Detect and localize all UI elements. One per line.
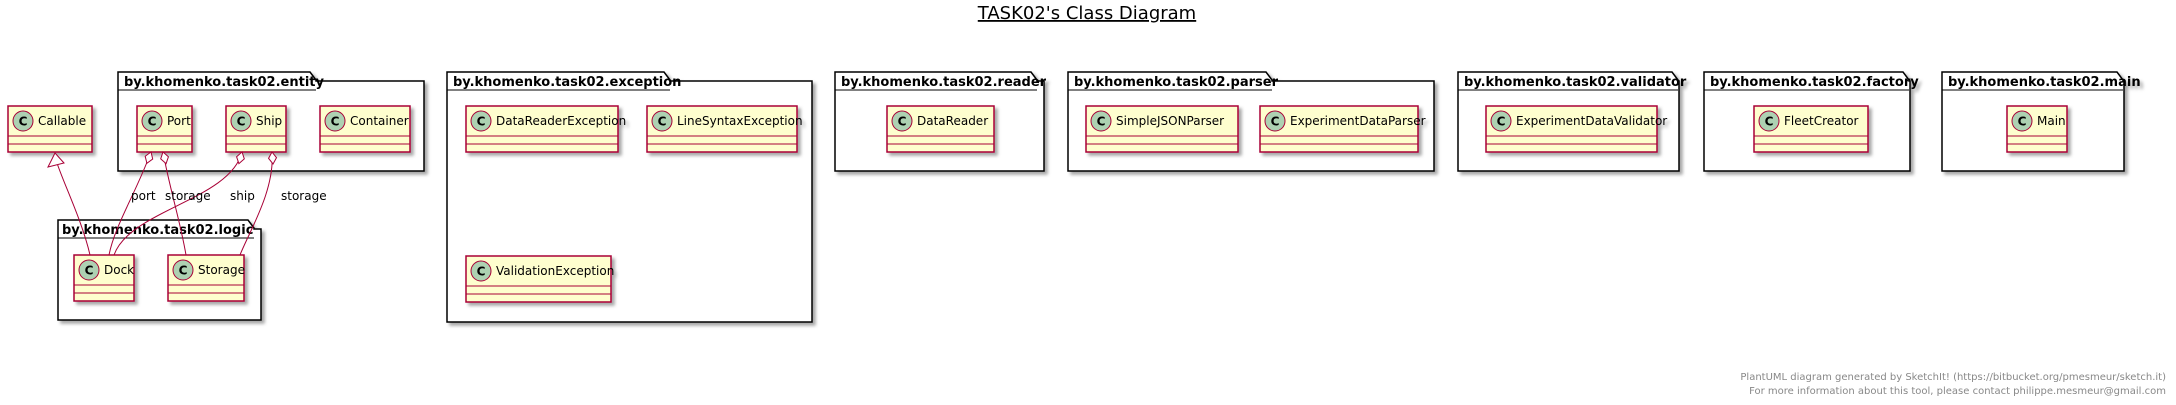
class-stereotype-icon: [891, 110, 913, 132]
aggregation-diamond: [267, 151, 278, 165]
diagram-title: TASK02's Class Diagram: [977, 3, 1196, 24]
class-name: Container: [350, 114, 409, 128]
class-stereotype-icon: [651, 110, 673, 132]
class-stereotype-icon: [230, 110, 252, 132]
class-ship: C Ship: [225, 105, 287, 153]
footer-line-2: For more information about this tool, pl…: [1749, 386, 2166, 397]
class-stereotype-letter: C: [19, 115, 28, 129]
class-line-syntax-exception: C LineSyntaxException: [646, 105, 803, 153]
package-title: by.khomenko.task02.logic: [62, 223, 253, 238]
class-stereotype-icon: [324, 110, 346, 132]
package-title: by.khomenko.task02.validator: [1464, 75, 1687, 90]
class-name: Dock: [104, 263, 134, 277]
relation-label: port: [131, 189, 156, 203]
class-stereotype-letter: C: [658, 115, 667, 129]
relation-port-storage: storage: [160, 151, 211, 256]
class-stereotype-letter: C: [331, 115, 340, 129]
class-stereotype-icon: [172, 259, 194, 281]
class-name: LineSyntaxException: [677, 114, 803, 128]
class-stereotype-letter: C: [898, 115, 907, 129]
class-stereotype-icon: [1490, 110, 1512, 132]
package-title: by.khomenko.task02.parser: [1074, 75, 1279, 90]
class-stereotype-letter: C: [237, 115, 246, 129]
class-stereotype-letter: C: [477, 115, 486, 129]
class-name: Port: [167, 114, 191, 128]
class-stereotype-letter: C: [85, 264, 94, 278]
package-title: by.khomenko.task02.entity: [124, 75, 324, 90]
class-name: Main: [2037, 114, 2066, 128]
class-name: DataReader: [917, 114, 988, 128]
class-stereotype-letter: C: [148, 115, 157, 129]
class-name: ExperimentDataParser: [1290, 114, 1426, 128]
class-data-reader-exception: C DataReaderException: [465, 105, 626, 153]
relation-dock-callable: [47, 152, 91, 256]
package-title: by.khomenko.task02.reader: [841, 75, 1047, 90]
class-stereotype-letter: C: [1097, 115, 1106, 129]
class-stereotype-icon: [1264, 110, 1286, 132]
class-dock: C Dock: [73, 254, 135, 302]
realization-arrowhead: [47, 152, 65, 168]
relation-ship-dock: ship: [113, 151, 255, 256]
class-fleet-creator: C FleetCreator: [1753, 105, 1869, 153]
footer-line-1: PlantUML diagram generated by SketchIt! …: [1740, 372, 2166, 383]
class-stereotype-letter: C: [2018, 115, 2027, 129]
aggregation-diamond: [144, 151, 154, 165]
class-validation-exception: C ValidationException: [465, 255, 614, 303]
package-title: by.khomenko.task02.factory: [1710, 75, 1919, 90]
class-simple-jsonparser: C SimpleJSONParser: [1085, 105, 1239, 153]
class-stereotype-letter: C: [1765, 115, 1774, 129]
class-stereotype-letter: C: [179, 264, 188, 278]
class-data-reader: C DataReader: [886, 105, 995, 153]
class-stereotype-icon: [1090, 110, 1112, 132]
package-title: by.khomenko.task02.exception: [453, 75, 681, 90]
class-name: FleetCreator: [1784, 114, 1859, 128]
class-experiment-data-validator: C ExperimentDataValidator: [1485, 105, 1667, 153]
class-stereotype-icon: [1758, 110, 1780, 132]
relations: port ship storage storage: [47, 151, 327, 256]
class-name: ExperimentDataValidator: [1516, 114, 1667, 128]
class-name: Ship: [256, 114, 282, 128]
package-title: by.khomenko.task02.main: [1948, 75, 2141, 90]
class-stereotype-letter: C: [477, 265, 486, 279]
class-stereotype-icon: [78, 259, 100, 281]
class-stereotype-letter: C: [1497, 115, 1506, 129]
class-name: DataReaderException: [496, 114, 626, 128]
class-stereotype-icon: [12, 110, 34, 132]
class-stereotype-icon: [141, 110, 163, 132]
class-stereotype-icon: [2011, 110, 2033, 132]
class-name: SimpleJSONParser: [1116, 114, 1224, 128]
class-name: Storage: [198, 263, 245, 277]
class-name: Callable: [38, 114, 86, 128]
aggregation-diamond: [160, 151, 169, 165]
relation-port-dock: port: [108, 151, 156, 256]
class-callable: C Callable: [7, 105, 93, 153]
class-experiment-data-parser: C ExperimentDataParser: [1259, 105, 1426, 153]
class-stereotype-letter: C: [1271, 115, 1280, 129]
relation-label: storage: [165, 189, 211, 203]
class-storage: C Storage: [167, 254, 245, 302]
class-stereotype-icon: [470, 110, 492, 132]
class-stereotype-icon: [470, 260, 492, 282]
class-main: C Main: [2006, 105, 2068, 153]
aggregation-diamond: [236, 151, 245, 165]
class-name: ValidationException: [496, 264, 614, 278]
relation-label: ship: [230, 189, 255, 203]
class-port: C Port: [136, 105, 193, 153]
class-container: C Container: [319, 105, 411, 153]
relation-ship-storage: storage: [239, 151, 327, 256]
relation-label: storage: [281, 189, 327, 203]
